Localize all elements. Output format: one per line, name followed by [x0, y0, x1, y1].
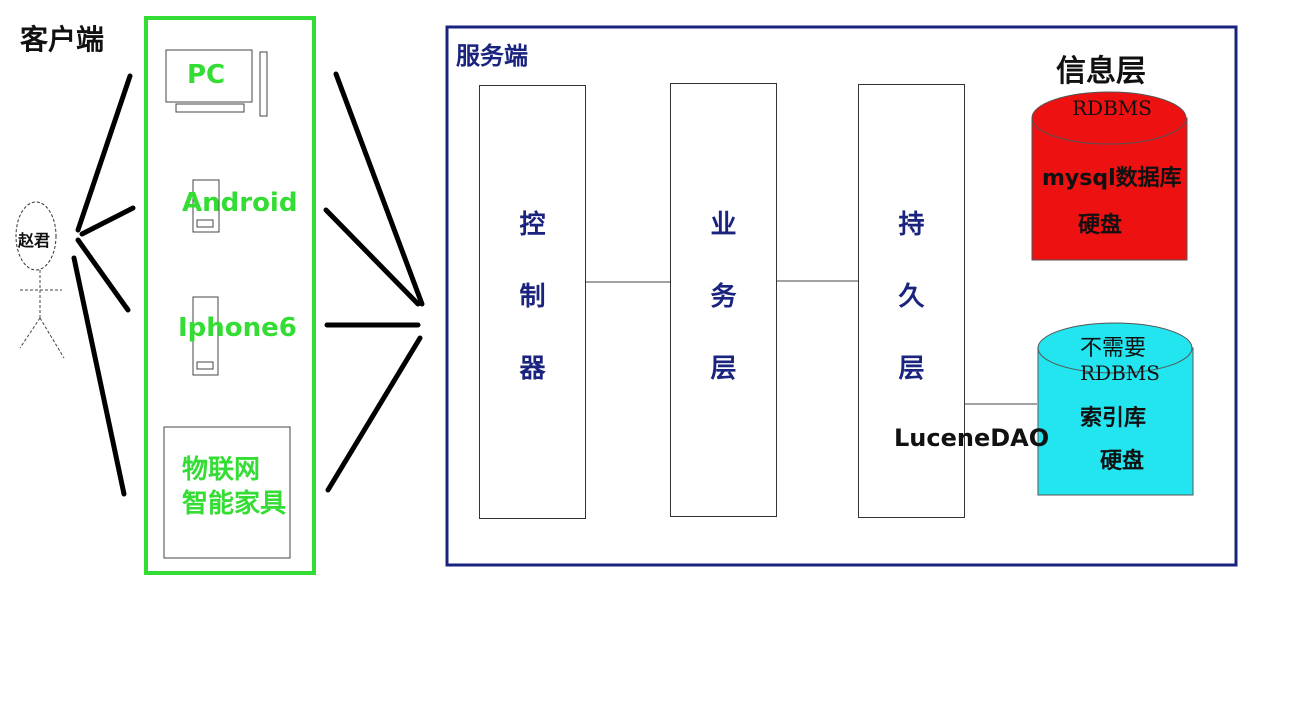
- index-library-cylinder: [1037, 322, 1194, 496]
- index-library-label: 索引库: [1080, 406, 1147, 431]
- iot-label-line1: 物联网: [182, 455, 261, 485]
- controller-layer-label: 控 制 器: [479, 210, 586, 426]
- business-char-2: 务: [710, 282, 737, 312]
- iphone-icon: [192, 296, 219, 376]
- user-to-device-lines: [71, 73, 136, 497]
- mysql-rdbms-label: RDBMS: [1072, 96, 1152, 120]
- layer-connectors: [586, 280, 1037, 405]
- business-char-1: 业: [710, 210, 737, 240]
- mysql-label: mysql数据库: [1042, 166, 1182, 191]
- mysql-disk-label: 硬盘: [1078, 213, 1123, 238]
- controller-layer-box: [479, 85, 586, 519]
- persistence-layer-label: 持 久 层: [858, 210, 965, 426]
- client-container: [144, 16, 316, 575]
- server-title: 服务端: [456, 42, 528, 70]
- info-layer-title: 信息层: [1056, 54, 1146, 89]
- iphone-label: Iphone6: [178, 313, 297, 343]
- user-leg-left: [19, 317, 41, 349]
- persistence-char-2: 久: [898, 282, 925, 312]
- controller-char-1: 控: [519, 210, 546, 240]
- iot-device-box: [163, 426, 291, 559]
- index-not-needed-label: 不需要: [1080, 336, 1147, 361]
- business-char-3: 层: [710, 354, 737, 384]
- mysql-database-cylinder: [1031, 91, 1188, 261]
- pc-label: PC: [187, 60, 226, 90]
- persistence-char-1: 持: [898, 210, 925, 240]
- controller-char-2: 制: [519, 282, 546, 312]
- business-layer-label: 业 务 层: [670, 210, 777, 426]
- pc-icon: [165, 49, 268, 117]
- client-title: 客户端: [20, 23, 105, 56]
- controller-char-3: 器: [519, 354, 546, 384]
- lucene-dao-label: LuceneDAO: [894, 424, 1050, 452]
- user-head: [15, 201, 57, 271]
- user-leg-right: [39, 317, 65, 359]
- index-disk-label: 硬盘: [1100, 449, 1145, 474]
- index-rdbms-label: RDBMS: [1080, 361, 1160, 385]
- android-phone-icon: [192, 179, 220, 233]
- business-layer-box: [670, 83, 777, 517]
- persistence-char-3: 层: [898, 354, 925, 384]
- android-label: Android: [182, 188, 298, 218]
- user-name: 赵君: [18, 231, 51, 250]
- persistence-layer-box: [858, 84, 965, 518]
- iot-label-line2: 智能家具: [182, 489, 287, 519]
- server-container: [445, 25, 1238, 567]
- device-to-server-lines: [323, 71, 425, 493]
